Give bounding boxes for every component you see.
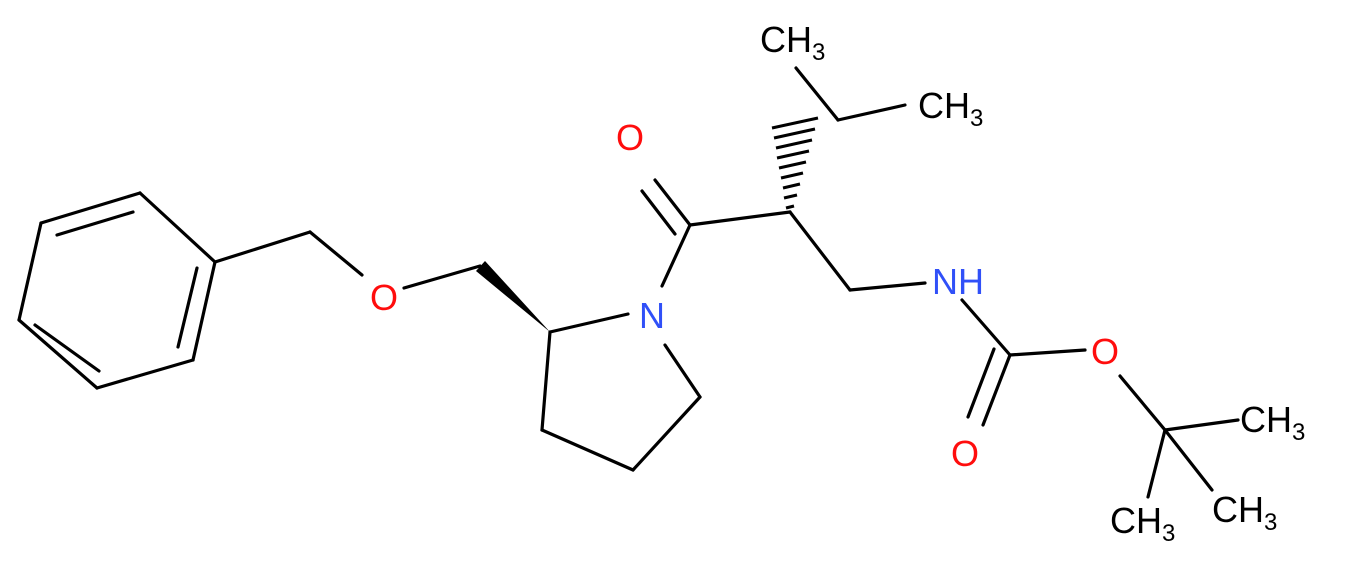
wedge-bond [476,261,550,332]
methyl-label-tbu-right: CH3 [1240,399,1305,446]
bond [631,395,702,472]
bond [788,210,852,292]
bond [966,347,996,419]
bond [39,191,142,225]
bond [17,221,43,322]
bond [848,281,927,292]
bond [191,260,217,362]
bond [663,343,702,399]
bond [660,223,692,288]
methyl-label-tbu-bottom-right: CH3 [1212,489,1277,536]
hash-bond [771,116,819,210]
methyl-label-top: CH3 [760,19,825,66]
bond [176,266,199,349]
bond [95,358,195,390]
bond [836,103,907,122]
pyrrolidine-ring [540,312,702,472]
atom-nitrogen-pyrrolidine: N [639,295,665,336]
bond [1118,374,1167,432]
bond [213,230,312,264]
atom-nitrogen-nh: NH [932,261,984,302]
methyl-label-tbu-bottom-left: CH3 [1110,500,1175,547]
bond [540,330,552,432]
bond [960,298,1012,357]
bond [1008,348,1087,357]
bond [653,178,692,227]
bond [794,66,840,122]
atom-oxygen-ester: O [1091,331,1119,372]
atom-oxygen-amide-carbonyl: O [616,117,644,158]
bond [981,353,1012,427]
bond [1163,428,1214,492]
bond [688,210,792,227]
bond [1163,418,1240,432]
bond [55,210,135,237]
bond [1146,428,1167,499]
bond [548,312,630,334]
bond [138,191,217,264]
benzene-ring [17,191,217,390]
bond [17,318,99,390]
bond [402,264,482,290]
bond [308,230,364,277]
bond [540,428,635,472]
bond [33,323,101,373]
bond [640,189,677,236]
atom-oxygen-carbamate-carbonyl: O [951,433,979,474]
atom-oxygen-ether: O [370,277,398,318]
methyl-label-isopropyl: CH3 [918,85,983,132]
